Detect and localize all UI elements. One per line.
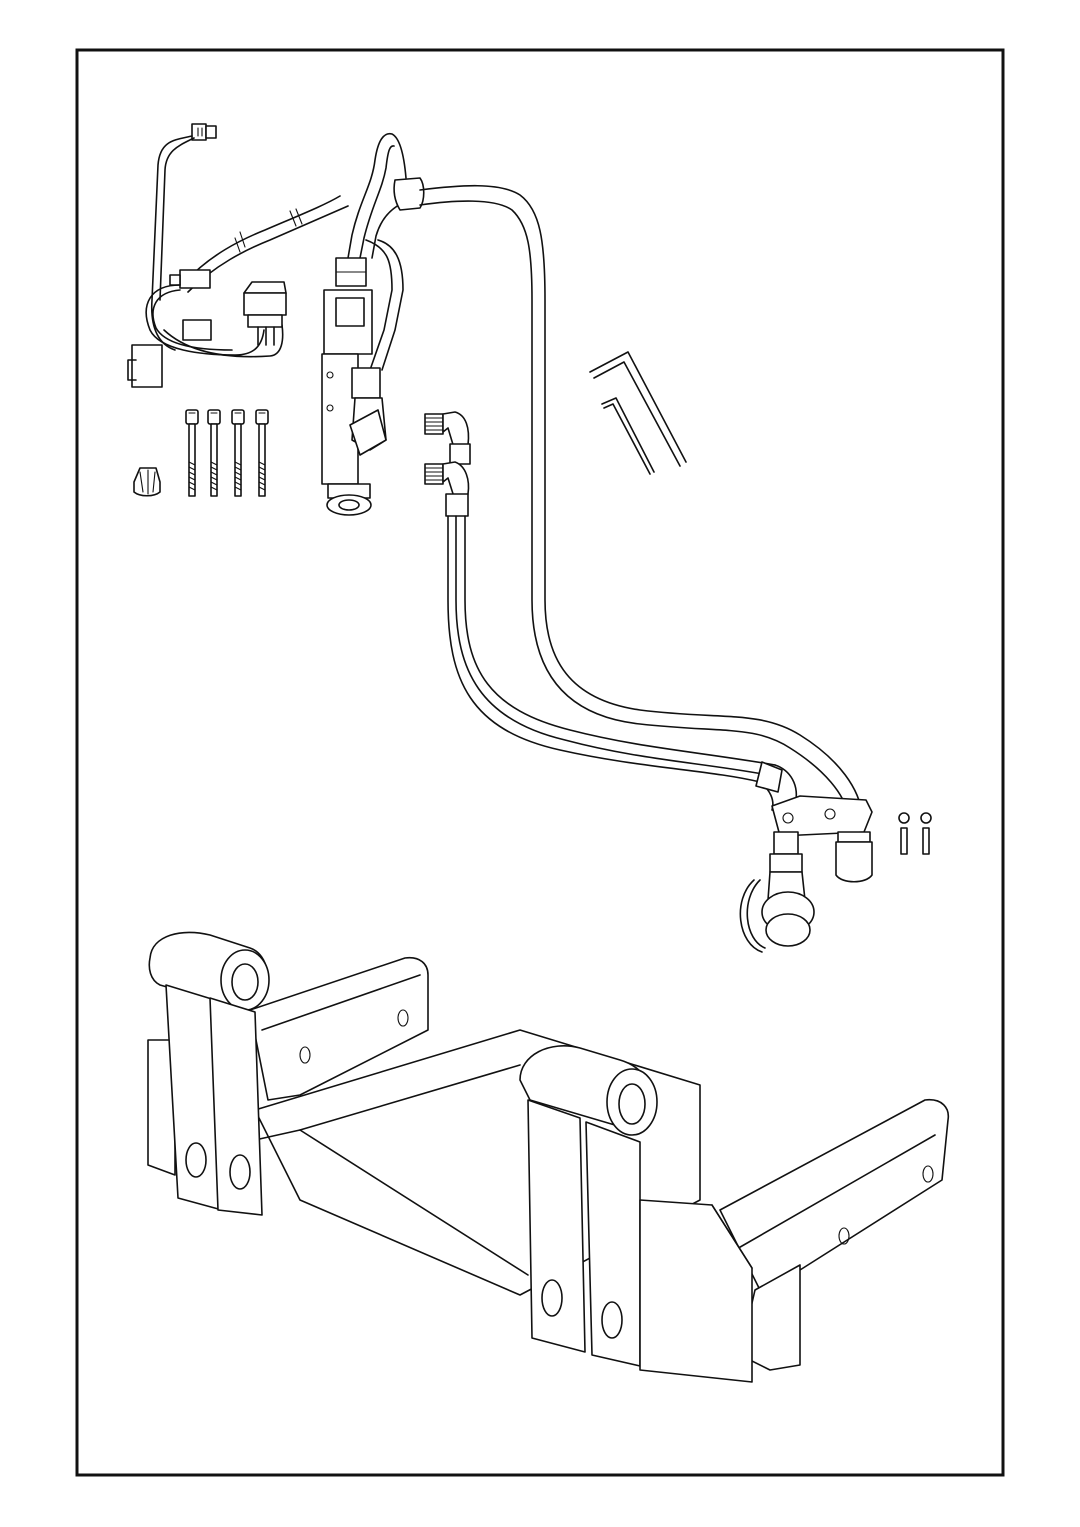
mount-frame-icon (147, 931, 950, 1383)
quick-coupler-bracket-icon (739, 795, 873, 953)
page-border (75, 48, 1005, 1477)
two-pin-plug-icon (191, 123, 217, 141)
solenoid-valve-icon (321, 132, 863, 816)
cap-screws-icon (185, 409, 269, 497)
hydraulic-hoses-icon (447, 515, 797, 811)
harness-connector-icon (127, 269, 212, 388)
rocker-switch-icon (243, 281, 287, 346)
hex-keys-icon (589, 351, 687, 475)
hydraulic-fittings-icon (424, 411, 471, 517)
small-bolts-icon (898, 812, 932, 855)
plastic-knob-icon (133, 467, 161, 497)
wiring-harness-with-connectors (127, 123, 349, 388)
